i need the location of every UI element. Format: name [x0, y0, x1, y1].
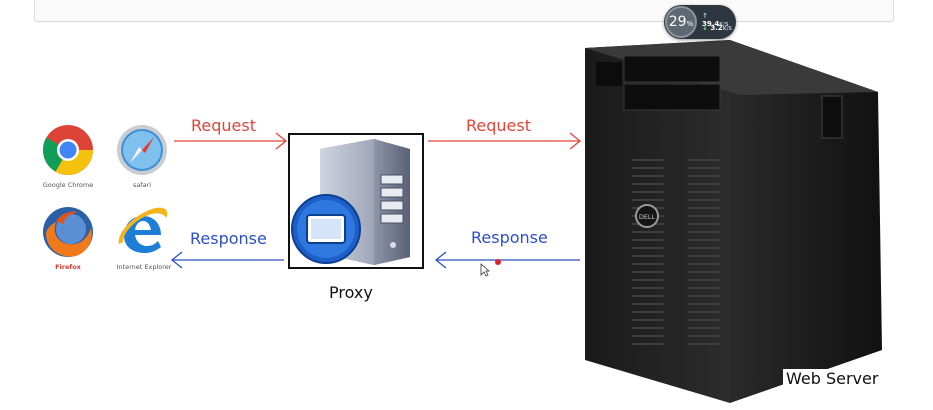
browser-safari: safari: [114, 122, 170, 192]
chrome-icon: [42, 125, 93, 175]
request-label-right: Request: [466, 116, 531, 135]
click-highlight: [495, 259, 501, 265]
download-speed: ↓ 3.2K/S: [702, 24, 733, 32]
firefox-icon: [43, 207, 93, 257]
upload-speed: ↑ 39.4K/S: [702, 12, 729, 28]
request-arrow-right: [428, 132, 582, 150]
response-arrow-right: [434, 251, 580, 269]
server-brand-logo: DELL: [639, 213, 656, 221]
web-server-label: Web Server: [783, 369, 882, 388]
cpu-unit: %: [686, 20, 694, 28]
browser-firefox: Firefox: [40, 204, 96, 274]
system-monitor-widget[interactable]: 29% ↑ 39.4K/S ↓ 3.2K/S: [664, 5, 736, 39]
cpu-percent: 29: [668, 14, 687, 30]
browser-label: Internet Explorer: [116, 263, 172, 271]
response-label-left: Response: [190, 229, 267, 248]
browser-ie: Internet Explorer: [114, 204, 174, 274]
safari-icon: [117, 125, 167, 175]
browser-chrome: Google Chrome: [40, 122, 96, 192]
proxy-box: [288, 133, 424, 269]
cpu-usage-gauge: 29%: [665, 6, 697, 38]
response-label-right: Response: [471, 228, 548, 247]
proxy-server-icon: [291, 139, 410, 265]
top-panel: [34, 0, 894, 22]
browser-label: safari: [132, 181, 152, 189]
download-arrow-icon: ↓: [702, 24, 708, 32]
proxy-label: Proxy: [329, 283, 373, 302]
request-label-left: Request: [191, 116, 256, 135]
mouse-cursor-icon: [480, 263, 490, 277]
upload-arrow-icon: ↑: [702, 12, 708, 20]
web-server-image: DELL: [585, 40, 882, 403]
browser-label: Firefox: [55, 263, 81, 271]
ie-icon: [118, 207, 168, 253]
request-arrow-left: [174, 132, 288, 150]
browser-label: Google Chrome: [42, 181, 94, 189]
